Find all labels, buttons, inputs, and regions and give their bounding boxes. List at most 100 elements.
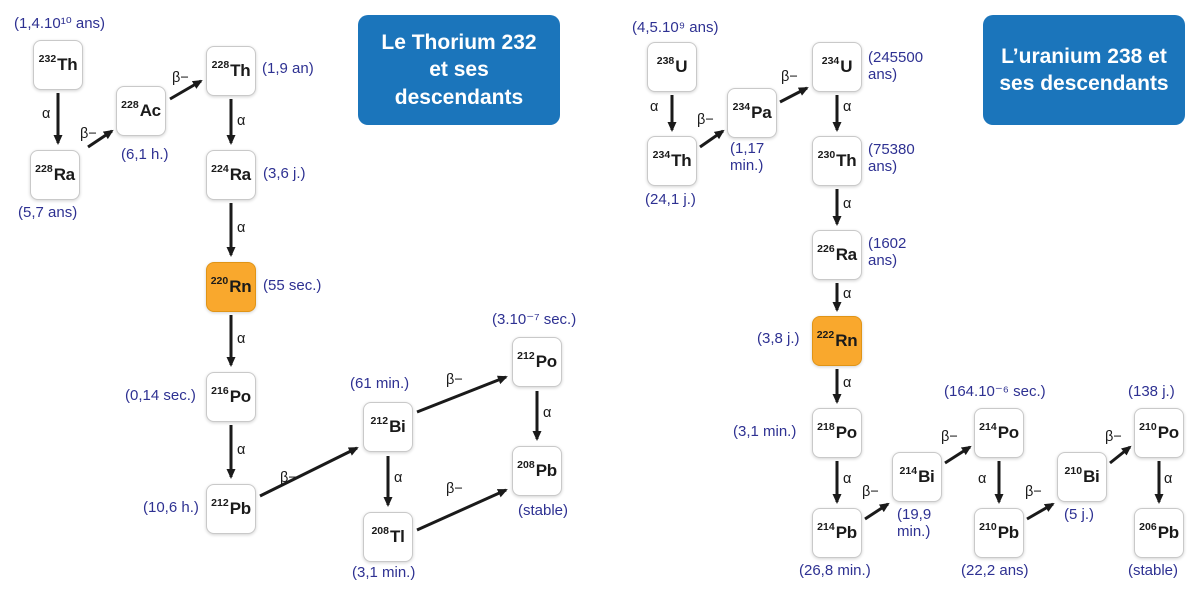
decay-label-alpha: α [650, 99, 659, 115]
isotope-symbol: Po [997, 423, 1019, 442]
isotope-mass: 234 [732, 101, 751, 113]
isotope-mass: 210 [1064, 465, 1083, 477]
decay-label-alpha: α [843, 375, 852, 391]
decay-arrow [416, 375, 508, 414]
decay-label-beta: β− [446, 372, 463, 388]
isotope-mass: 208 [517, 459, 535, 471]
isotope-symbol: Th [671, 151, 692, 170]
halflife-po212: (3.10⁻⁷ sec.) [492, 311, 577, 328]
halflife-pb208: (stable) [518, 502, 569, 519]
isotope-symbol: U [840, 57, 853, 76]
isotope-symbol: Pb [1157, 523, 1179, 542]
decay-arrow [779, 86, 809, 104]
isotope-mass: 222 [816, 329, 835, 341]
halflife-tl208: (3,1 min.) [352, 564, 416, 581]
halflife-th232: (1,4.10¹⁰ ans) [14, 15, 106, 32]
decay-arrow [699, 129, 725, 149]
isotope-symbol: Tl [390, 527, 405, 546]
halflife-po216: (0,14 sec.) [125, 387, 196, 404]
isotope-symbol: Po [535, 352, 557, 371]
isotope-symbol: Bi [1083, 467, 1100, 486]
isotope-symbol: Ra [835, 245, 857, 264]
decay-label-beta: β− [1105, 429, 1122, 445]
isotope-symbol: Pb [229, 499, 251, 518]
decay-label-beta: β− [941, 429, 958, 445]
isotope-mass: 228 [121, 99, 139, 111]
isotope-symbol: Pb [835, 523, 857, 542]
isotope-symbol: Th [57, 55, 78, 74]
halflife-pb212: (10,6 h.) [143, 499, 199, 516]
isotope-mass: 214 [817, 521, 835, 533]
isotope-mass: 214 [979, 421, 997, 433]
decay-label-beta: β− [697, 112, 714, 128]
decay-arrow [416, 488, 508, 532]
decay-label-alpha: α [42, 106, 51, 122]
decay-label-alpha: α [237, 442, 246, 458]
halflife-po218: (3,1 min.) [733, 423, 797, 440]
decay-arrow [87, 129, 114, 149]
decay-label-alpha: α [843, 471, 852, 487]
decay-label-alpha: α [237, 113, 246, 129]
isotope-symbol: Th [836, 151, 857, 170]
halflife-ra224: (3,6 j.) [263, 165, 306, 182]
isotope-symbol: Po [1157, 423, 1179, 442]
halflife-pb214: (26,8 min.) [799, 562, 871, 579]
halflife-rn220: (55 sec.) [263, 277, 322, 294]
decay-label-beta: β− [781, 69, 798, 85]
decay-label-beta: β− [280, 470, 297, 486]
isotope-symbol: Ra [229, 165, 251, 184]
halflife-bi212: (61 min.) [350, 375, 410, 392]
decay-arrow [169, 79, 203, 101]
isotope-symbol: Rn [835, 331, 858, 350]
isotope-symbol: Ac [139, 101, 161, 120]
decay-label-beta: β− [862, 484, 879, 500]
isotope-mass: 210 [979, 521, 997, 533]
isotope-symbol: Pa [751, 103, 772, 122]
isotope-mass: 208 [371, 525, 389, 537]
decay-label-alpha: α [237, 220, 246, 236]
decay-label-alpha: α [978, 471, 987, 487]
halflife-ra228: (5,7 ans) [18, 204, 78, 221]
halflife-ac228: (6,1 h.) [121, 146, 169, 163]
halflife-bi210: (5 j.) [1064, 506, 1094, 523]
decay-label-alpha: α [843, 196, 852, 212]
isotope-symbol: Pb [535, 461, 557, 480]
halflife-bi214: (19,9 min.) [897, 506, 932, 540]
decay-arrow [259, 446, 359, 498]
halflife-rn222: (3,8 j.) [757, 330, 800, 347]
isotope-mass: 216 [211, 385, 229, 397]
halflife-u234: (245500 ans) [868, 49, 924, 83]
halflife-po210: (138 j.) [1128, 383, 1175, 400]
isotope-mass: 210 [1139, 421, 1157, 433]
isotope-mass: 224 [211, 163, 229, 175]
halflife-pa234: (1,17 min.) [730, 140, 765, 174]
isotope-mass: 230 [817, 149, 836, 161]
isotope-symbol: Bi [389, 417, 406, 436]
isotope-mass: 220 [210, 275, 229, 287]
decay-arrow [1026, 502, 1055, 521]
decay-arrow [944, 445, 972, 465]
isotope-symbol: Po [835, 423, 857, 442]
